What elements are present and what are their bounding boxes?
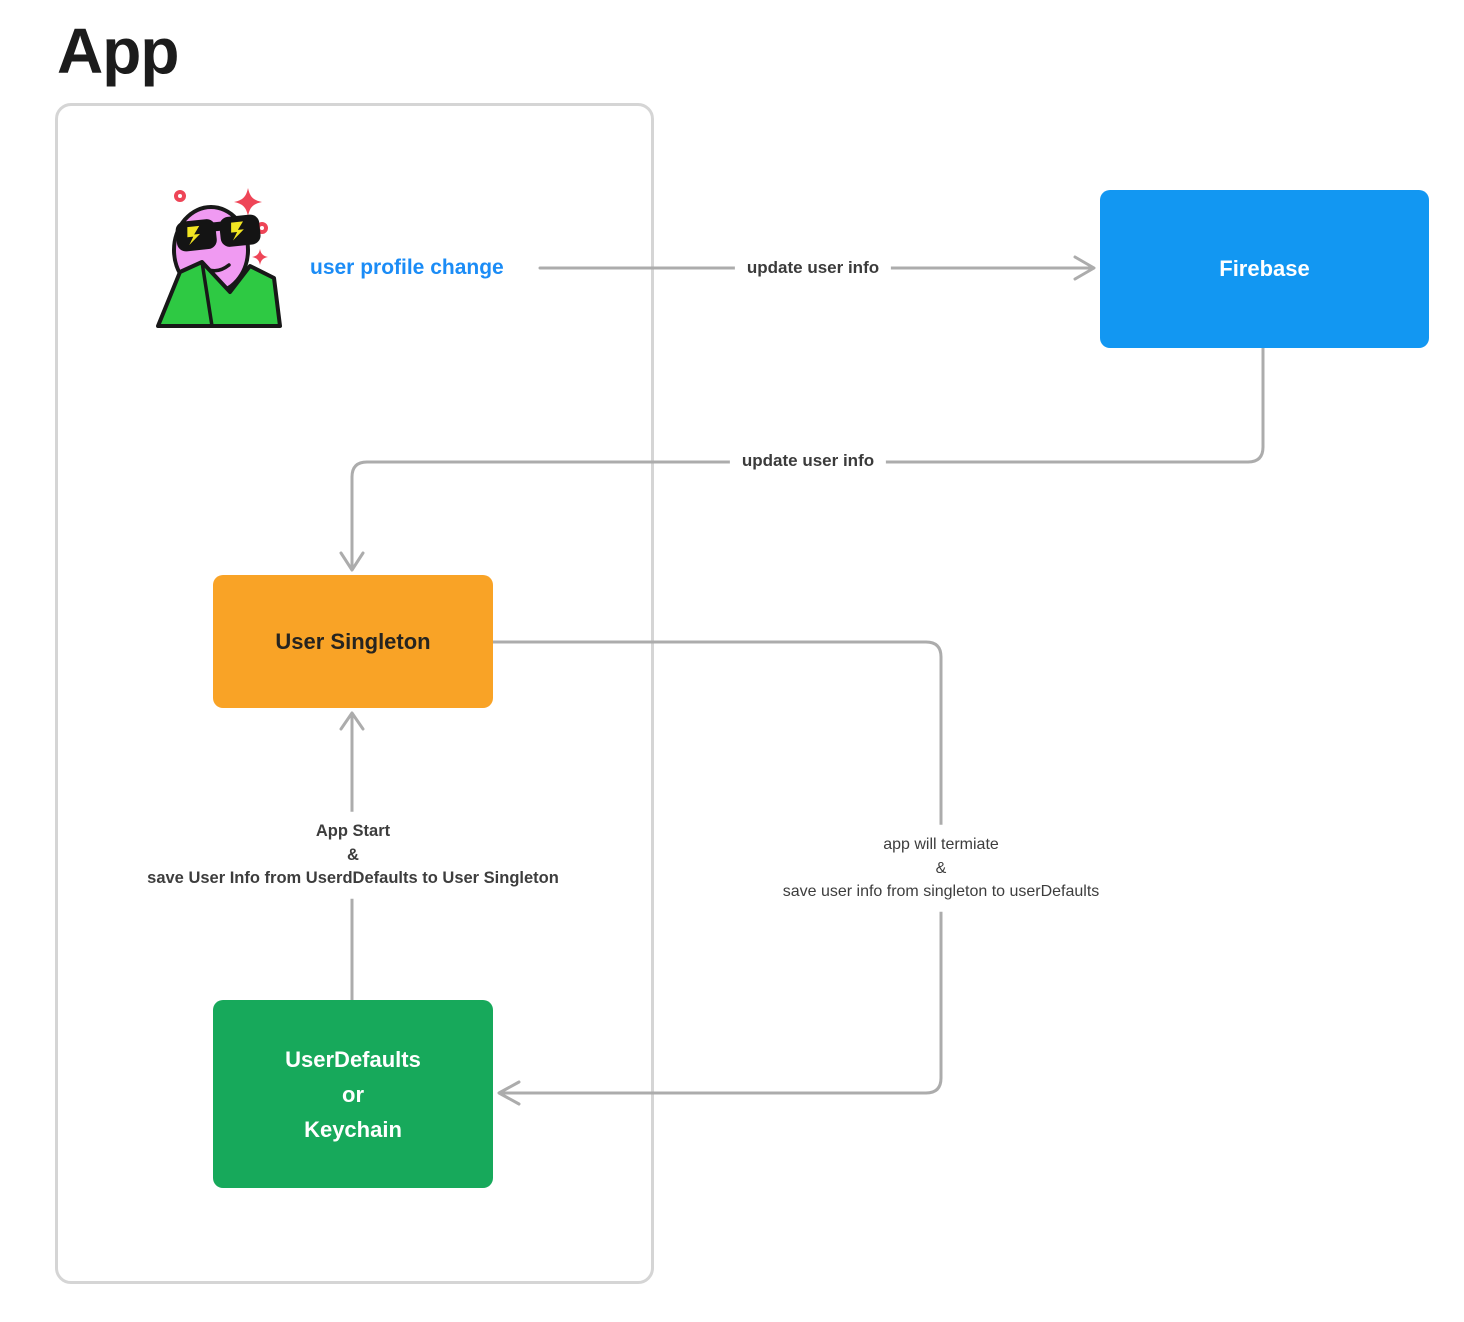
edge-label-app-start: App Start & save User Info from UserdDef… — [133, 811, 573, 899]
edge-label-update-user-info-top: update user info — [734, 254, 892, 282]
user-profile-change-label: user profile change — [310, 256, 504, 279]
sparkle-star-icon — [252, 249, 268, 265]
node-userdefaults-keychain: UserDefaults or Keychain — [213, 1000, 493, 1188]
edge-label-update-user-info-return: update user info — [729, 447, 887, 475]
node-firebase: Firebase — [1100, 190, 1429, 348]
arrowhead-up-icon — [339, 711, 365, 731]
sparkle-star-icon — [234, 188, 262, 216]
user-avatar-icon — [150, 180, 290, 330]
arrowhead-down-icon — [339, 551, 365, 572]
arrowhead-left-icon — [497, 1080, 521, 1106]
sparkle-dot-icon — [174, 190, 186, 202]
node-userdefaults-line: or — [342, 1081, 364, 1107]
app-boundary-frame — [55, 103, 654, 1284]
arrowhead-right-icon — [1073, 255, 1096, 281]
node-userdefaults-line: UserDefaults — [285, 1046, 421, 1072]
sunglasses-icon — [175, 214, 261, 252]
node-userdefaults-line: Keychain — [304, 1116, 402, 1142]
edge-label-app-terminate: app will termiate & save user info from … — [768, 824, 1114, 912]
page-title: App — [57, 15, 179, 87]
node-user-singleton: User Singleton — [213, 575, 493, 708]
